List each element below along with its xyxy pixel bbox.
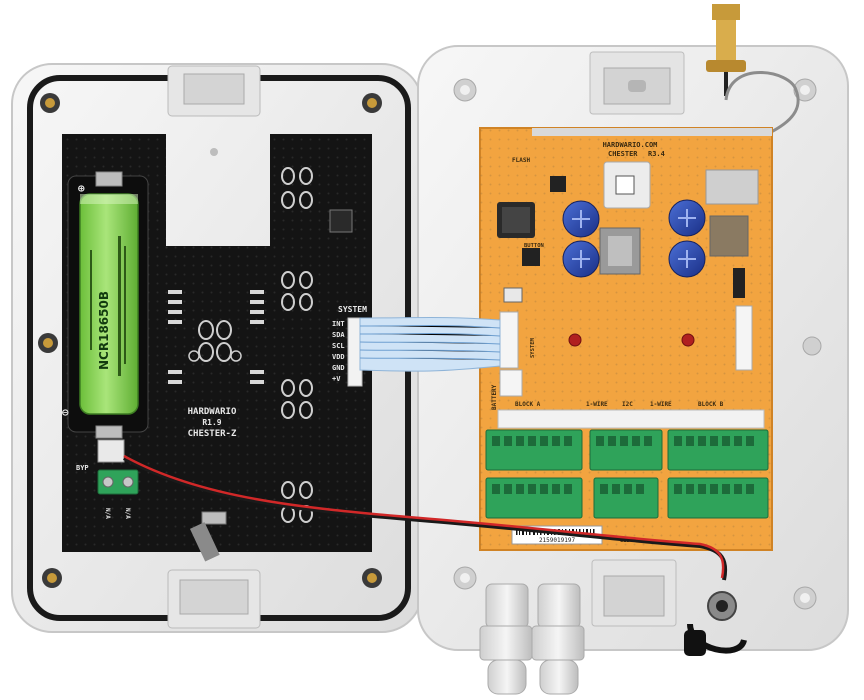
terminal-label-2: N/A xyxy=(124,508,131,519)
lte-shield xyxy=(705,169,759,205)
battery-model: NCR18650B xyxy=(97,291,111,370)
system-header-label: SYSTEM xyxy=(338,305,367,314)
system-label-main: SYSTEM xyxy=(530,337,536,358)
one-wire-a-label: 1-WIRE xyxy=(586,401,608,408)
battery-minus-mark: ⊖ xyxy=(62,406,69,419)
bypass-label: BYP xyxy=(76,464,89,472)
main-brand: HARDWARIO.COM xyxy=(603,141,658,149)
power-cable xyxy=(123,456,728,581)
flash-label: FLASH xyxy=(512,157,530,164)
terminal-label-1: N/A xyxy=(104,508,111,519)
main-model: CHESTER xyxy=(608,150,638,158)
mcu-chip xyxy=(522,248,540,266)
system-pin-scl: SCL xyxy=(332,342,345,350)
capacitors xyxy=(562,199,706,278)
one-wire-b-label: 1-WIRE xyxy=(650,401,672,408)
serial-number: 2159019197 xyxy=(539,537,576,544)
battery-18650: NCR18650B xyxy=(79,193,139,415)
system-pin-sda: SDA xyxy=(332,331,345,339)
system-connector-main xyxy=(499,311,519,369)
i2c-label: I2C xyxy=(622,401,633,408)
button-label: BUTTON xyxy=(524,243,544,249)
main-pcb: HARDWARIO.COM CHESTER R3.4 FLASH BUTTON xyxy=(479,127,773,551)
block-a-label: BLOCK A xyxy=(515,401,541,408)
system-pin-vdd: VDD xyxy=(332,353,345,361)
battery-plus-mark: ⊕ xyxy=(78,182,85,195)
terminal-blocks xyxy=(485,429,769,519)
system-pin-int: INT xyxy=(332,320,345,328)
main-revision: R3.4 xyxy=(648,150,665,158)
ribbon-cable xyxy=(359,317,501,372)
lid-screws xyxy=(38,93,382,588)
lid-revision: R1.9 xyxy=(202,418,221,427)
system-pin-vplus: +V xyxy=(332,375,341,383)
system-pin-gnd: GND xyxy=(332,364,345,372)
lid-brand: HARDWARIO xyxy=(188,407,237,417)
lid-model: CHESTER-Z xyxy=(188,429,237,439)
block-b-label: BLOCK B xyxy=(698,401,724,408)
cable-glands xyxy=(479,583,585,695)
power-jack xyxy=(684,591,747,656)
bypass-connector xyxy=(97,439,125,463)
battery-label-main: BATTERY xyxy=(491,384,498,410)
